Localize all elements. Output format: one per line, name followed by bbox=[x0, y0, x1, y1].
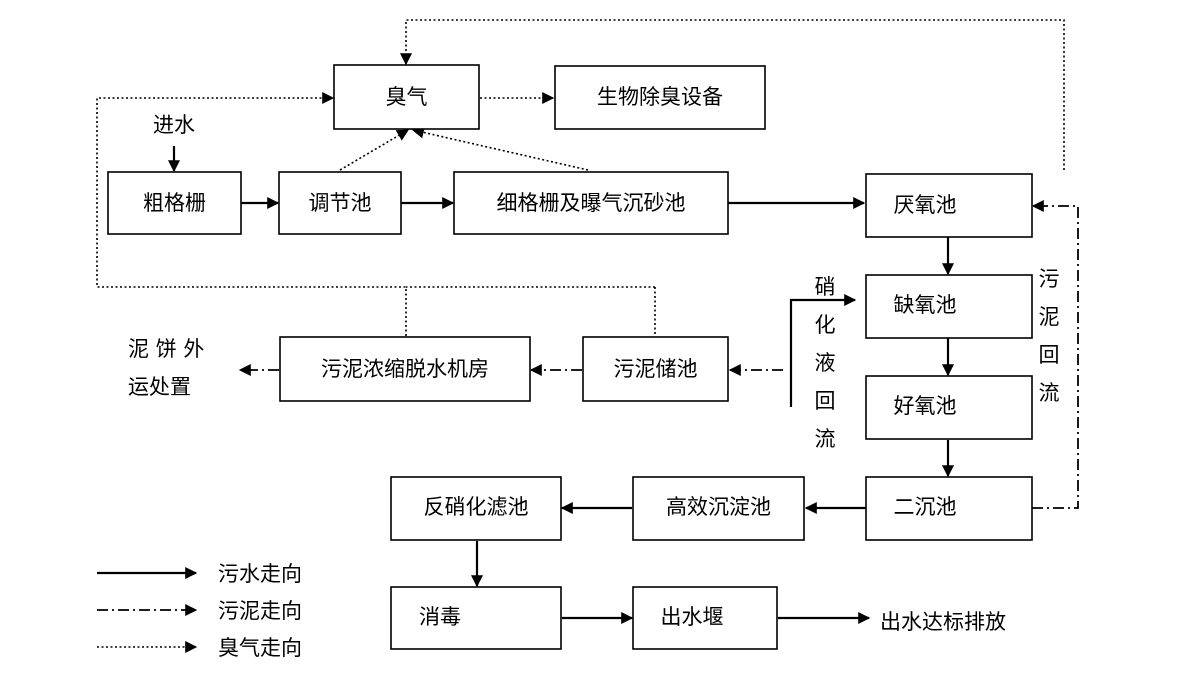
outlet-weir-label: 出水堰 bbox=[661, 605, 724, 629]
nitrified-return-char: 硝 bbox=[815, 275, 836, 299]
sludge-return-char: 泥 bbox=[1039, 305, 1060, 329]
regulating-tank-label: 调节池 bbox=[309, 191, 372, 215]
sludge-dewatering-box: 污泥浓缩脱水机房 bbox=[279, 336, 531, 402]
legend-sludge-label: 污泥走向 bbox=[218, 599, 302, 623]
denit-filter-box: 反硝化滤池 bbox=[390, 476, 562, 541]
sludge-return-char: 污 bbox=[1039, 267, 1060, 291]
aerobic-box: 好氧池 bbox=[865, 375, 1033, 440]
cake-label-line2: 运处置 bbox=[128, 375, 191, 399]
cake-label-line1: 泥 饼 外 bbox=[128, 337, 204, 361]
grit-odor-arrow bbox=[411, 126, 589, 171]
fine-screen-grit-box: 细格栅及曝气沉砂池 bbox=[453, 171, 729, 235]
coarse-screen-label: 粗格栅 bbox=[143, 191, 206, 215]
sludge-return-label: 污 泥 回 流 bbox=[1039, 267, 1060, 405]
sludge-odor-loop-arrow bbox=[96, 92, 407, 336]
regulating-tank-box: 调节池 bbox=[278, 171, 402, 235]
sludge-return-arrow bbox=[1031, 200, 1079, 509]
nitrified-return-char: 化 bbox=[815, 313, 836, 337]
high-eff-settling-box: 高效沉淀池 bbox=[632, 476, 805, 541]
nitrified-return-char: 回 bbox=[815, 389, 836, 413]
nitrified-return-char: 流 bbox=[815, 427, 836, 451]
nitrified-return-char: 液 bbox=[815, 351, 836, 375]
coarse-screen-box: 粗格栅 bbox=[107, 171, 242, 235]
anaerobic-box: 厌氧池 bbox=[865, 173, 1033, 238]
aerobic-label: 好氧池 bbox=[894, 394, 957, 418]
sludge-dewatering-label: 污泥浓缩脱水机房 bbox=[321, 357, 489, 381]
sludge-storage-box: 污泥储池 bbox=[582, 336, 729, 402]
legend-sewage-label: 污水走向 bbox=[218, 562, 302, 586]
odor-lines bbox=[96, 19, 1065, 336]
high-eff-settling-label: 高效沉淀池 bbox=[666, 495, 771, 519]
sewage-lines bbox=[168, 146, 954, 624]
bio-odor-top-arrow bbox=[400, 19, 1065, 170]
anoxic-label: 缺氧池 bbox=[894, 293, 957, 317]
sludge-return-char: 回 bbox=[1039, 343, 1060, 367]
bio-deodor-label: 生物除臭设备 bbox=[597, 85, 723, 109]
odor-label: 臭气 bbox=[386, 85, 428, 109]
legend-odor-label: 臭气走向 bbox=[218, 636, 302, 660]
sludge-storage-label: 污泥储池 bbox=[614, 357, 698, 381]
secondary-clarifier-label: 二沉池 bbox=[894, 495, 957, 519]
bio-deodor-box: 生物除臭设备 bbox=[554, 65, 766, 130]
sludge-return-char: 流 bbox=[1039, 381, 1060, 405]
secondary-clarifier-box: 二沉池 bbox=[865, 476, 1033, 541]
anoxic-box: 缺氧池 bbox=[865, 274, 1033, 339]
regulating-odor-arrow bbox=[339, 129, 410, 171]
disinfection-box: 消毒 bbox=[390, 586, 562, 650]
nitrified-return-arrow bbox=[789, 294, 857, 407]
disinfection-label: 消毒 bbox=[419, 605, 461, 629]
outlet-weir-box: 出水堰 bbox=[632, 586, 778, 650]
denit-filter-label: 反硝化滤池 bbox=[424, 495, 529, 519]
anaerobic-label: 厌氧池 bbox=[894, 193, 957, 217]
inlet-label: 进水 bbox=[153, 113, 195, 137]
odor-box: 臭气 bbox=[333, 64, 480, 130]
sludge-lines bbox=[238, 200, 1079, 509]
legend: 污水走向 污泥走向 臭气走向 bbox=[97, 562, 302, 660]
nitrified-return-label: 硝 化 液 回 流 bbox=[815, 275, 836, 451]
fine-screen-grit-label: 细格栅及曝气沉砂池 bbox=[497, 191, 686, 215]
effluent-label: 出水达标排放 bbox=[880, 610, 1006, 634]
